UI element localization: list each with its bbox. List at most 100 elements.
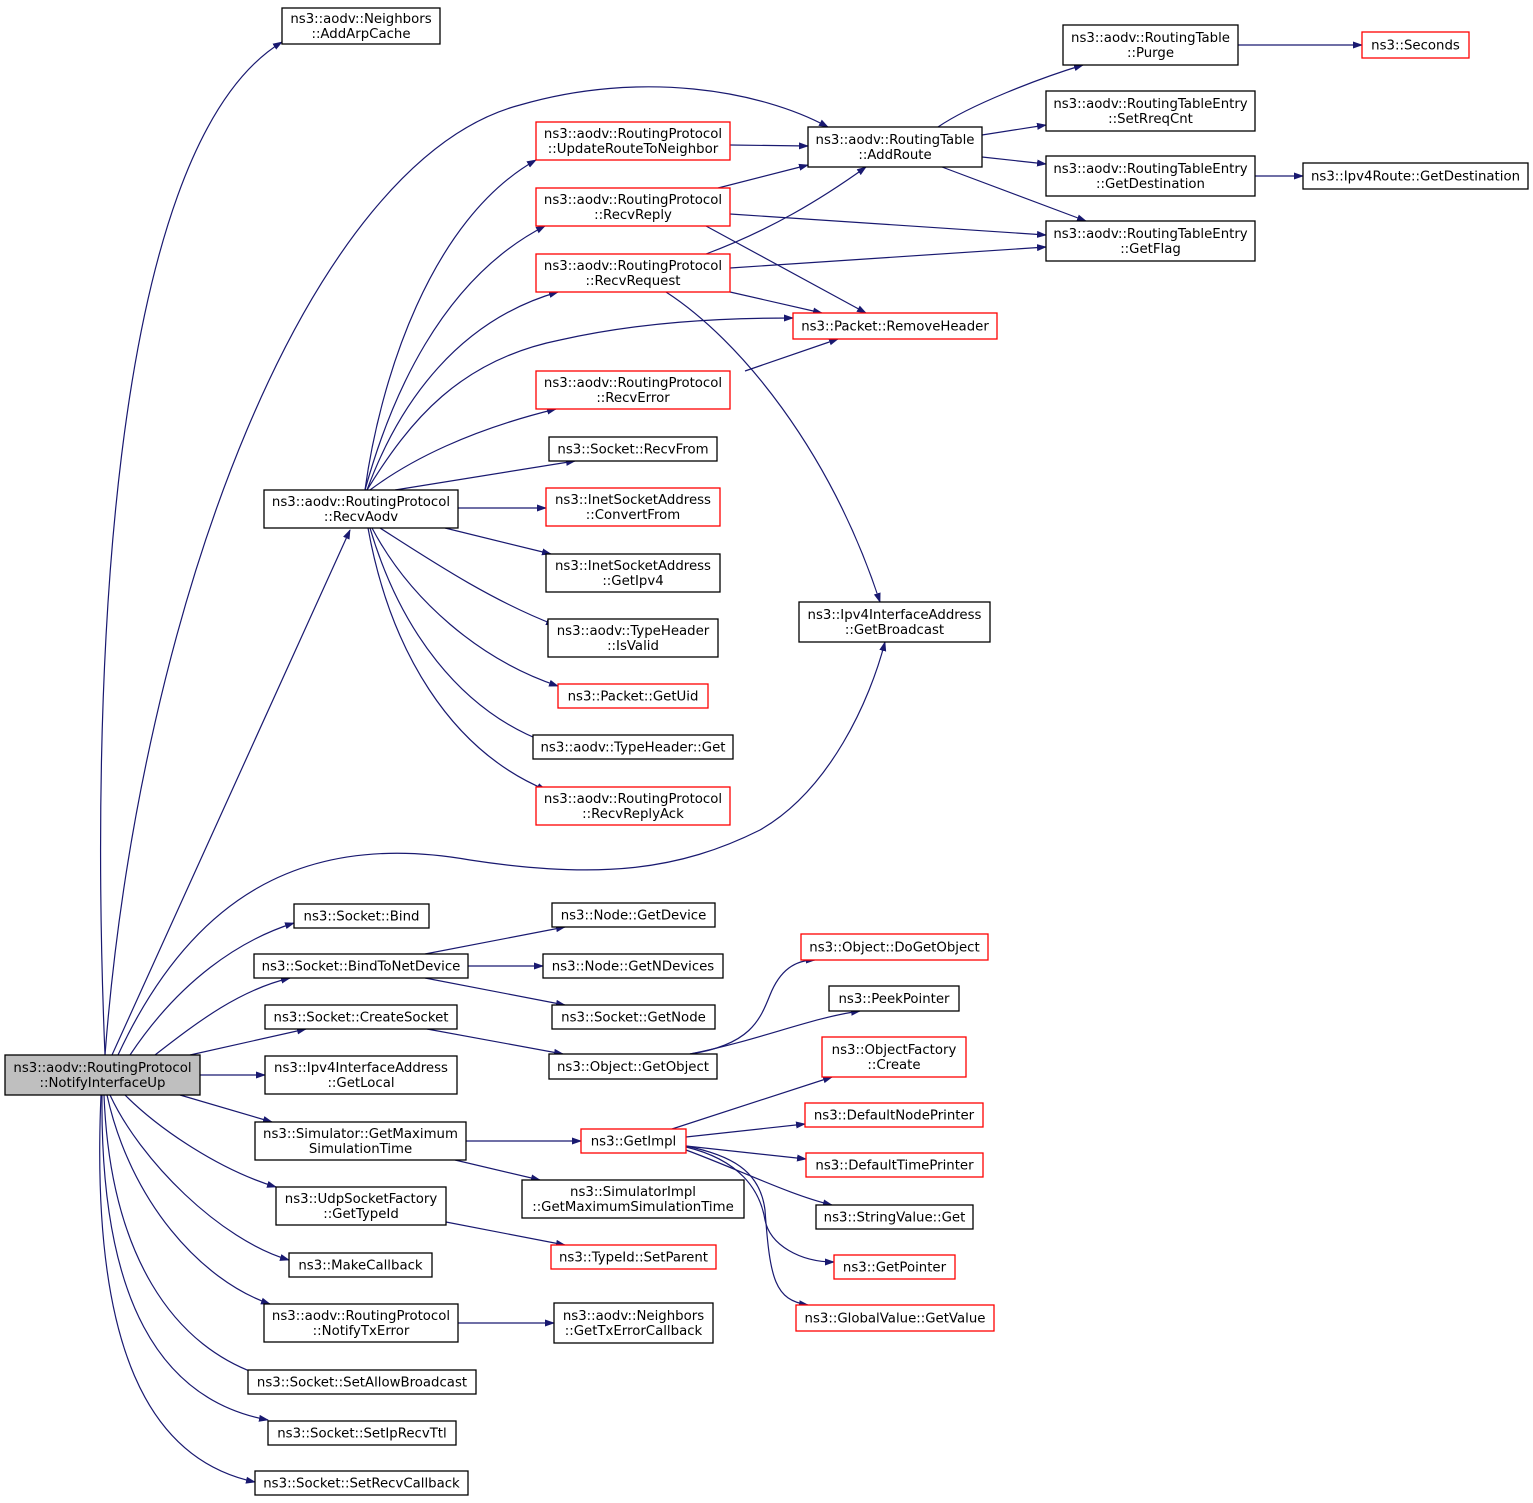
node-bindToNetDevice[interactable]: ns3::Socket::BindToNetDevice [253, 953, 469, 979]
node-getUid[interactable]: ns3::Packet::GetUid [557, 683, 709, 709]
node-getImpl[interactable]: ns3::GetImpl [580, 1128, 687, 1154]
node-peekPointer[interactable]: ns3::PeekPointer [828, 985, 960, 1012]
node-box[interactable] [792, 312, 998, 340]
node-addArpCache[interactable]: ns3::aodv::Neighbors::AddArpCache [281, 7, 441, 45]
node-setIpRecvTtl[interactable]: ns3::Socket::SetIpRecvTtl [267, 1420, 457, 1446]
node-getFlag[interactable]: ns3::aodv::RoutingTableEntry::GetFlag [1045, 220, 1256, 262]
node-socketGetNode[interactable]: ns3::Socket::GetNode [551, 1004, 716, 1030]
node-box[interactable] [267, 1420, 457, 1446]
node-box[interactable] [247, 1369, 477, 1395]
node-setAllowBroadcast[interactable]: ns3::Socket::SetAllowBroadcast [247, 1369, 477, 1395]
node-box[interactable] [545, 553, 721, 593]
node-box[interactable] [833, 1254, 956, 1280]
node-setParent[interactable]: ns3::TypeId::SetParent [550, 1244, 717, 1270]
node-box[interactable] [548, 436, 718, 462]
node-box[interactable] [1045, 220, 1256, 262]
node-box[interactable] [545, 487, 721, 527]
node-box[interactable] [557, 683, 709, 709]
node-setRecvCallback[interactable]: ns3::Socket::SetRecvCallback [254, 1470, 469, 1496]
node-box[interactable] [580, 1128, 687, 1154]
node-root[interactable]: ns3::aodv::RoutingProtocol::NotifyInterf… [4, 1054, 201, 1096]
node-makeCallback[interactable]: ns3::MakeCallback [288, 1252, 433, 1278]
node-typeHdrGet[interactable]: ns3::aodv::TypeHeader::Get [532, 734, 734, 760]
node-notifyTxError[interactable]: ns3::aodv::RoutingProtocol::NotifyTxErro… [263, 1303, 459, 1343]
node-box[interactable] [275, 1186, 447, 1226]
node-recvError[interactable]: ns3::aodv::RoutingProtocol::RecvError [535, 370, 731, 410]
node-getPointer[interactable]: ns3::GetPointer [833, 1254, 956, 1280]
node-box[interactable] [293, 903, 430, 929]
node-box[interactable] [795, 1304, 995, 1332]
node-simImplGetMax[interactable]: ns3::SimulatorImpl::GetMaximumSimulation… [521, 1179, 745, 1219]
node-getBroadcast[interactable]: ns3::Ipv4InterfaceAddress::GetBroadcast [798, 601, 991, 643]
node-purge[interactable]: ns3::aodv::RoutingTable::Purge [1062, 24, 1239, 66]
node-getIpv4[interactable]: ns3::InetSocketAddress::GetIpv4 [545, 553, 721, 593]
node-box[interactable] [548, 1053, 718, 1080]
node-box[interactable] [535, 370, 731, 410]
node-removeHeader[interactable]: ns3::Packet::RemoveHeader [792, 312, 998, 340]
node-box[interactable] [551, 1004, 716, 1030]
node-globalGetValue[interactable]: ns3::GlobalValue::GetValue [795, 1304, 995, 1332]
node-box[interactable] [550, 1244, 717, 1270]
node-box[interactable] [815, 1204, 974, 1230]
node-box[interactable] [535, 187, 731, 227]
node-nodeGetNDevices[interactable]: ns3::Node::GetNDevices [542, 953, 724, 979]
node-box[interactable] [807, 126, 983, 168]
node-udpGetTypeId[interactable]: ns3::UdpSocketFactory::GetTypeId [275, 1186, 447, 1226]
node-updRoute[interactable]: ns3::aodv::RoutingProtocol::UpdateRouteT… [535, 121, 731, 161]
node-doGetObject[interactable]: ns3::Object::DoGetObject [800, 933, 989, 961]
node-addRoute[interactable]: ns3::aodv::RoutingTable::AddRoute [807, 126, 983, 168]
node-box[interactable] [264, 1004, 458, 1030]
node-box[interactable] [263, 1303, 459, 1343]
node-recvFrom[interactable]: ns3::Socket::RecvFrom [548, 436, 718, 462]
node-box[interactable] [535, 786, 731, 826]
node-box[interactable] [281, 7, 441, 45]
node-ipv4RouteGetDest[interactable]: ns3::Ipv4Route::GetDestination [1302, 162, 1529, 190]
node-defTimePrinter[interactable]: ns3::DefaultTimePrinter [805, 1152, 984, 1178]
node-defNodePrinter[interactable]: ns3::DefaultNodePrinter [804, 1102, 984, 1128]
node-box[interactable] [532, 734, 734, 760]
node-box[interactable] [535, 253, 731, 293]
node-getTxErrCb[interactable]: ns3::aodv::Neighbors::GetTxErrorCallback [553, 1302, 714, 1344]
node-box[interactable] [254, 1121, 467, 1161]
node-box[interactable] [553, 1302, 714, 1344]
node-box[interactable] [253, 953, 469, 979]
node-box[interactable] [821, 1036, 967, 1078]
node-stringValueGet[interactable]: ns3::StringValue::Get [815, 1204, 974, 1230]
node-box[interactable] [264, 1055, 458, 1095]
node-box[interactable] [804, 1102, 984, 1128]
node-box[interactable] [798, 601, 991, 643]
node-box[interactable] [828, 985, 960, 1012]
node-convertFrom[interactable]: ns3::InetSocketAddress::ConvertFrom [545, 487, 721, 527]
node-recvReply[interactable]: ns3::aodv::RoutingProtocol::RecvReply [535, 187, 731, 227]
node-box[interactable] [254, 1470, 469, 1496]
node-objFactoryCreate[interactable]: ns3::ObjectFactory::Create [821, 1036, 967, 1078]
node-box[interactable] [1302, 162, 1529, 190]
node-box[interactable] [263, 489, 459, 529]
node-box[interactable] [547, 618, 719, 658]
node-box[interactable] [1045, 90, 1256, 132]
node-box[interactable] [1045, 155, 1256, 197]
node-setRreqCnt[interactable]: ns3::aodv::RoutingTableEntry::SetRreqCnt [1045, 90, 1256, 132]
node-getLocal[interactable]: ns3::Ipv4InterfaceAddress::GetLocal [264, 1055, 458, 1095]
node-createSocket[interactable]: ns3::Socket::CreateSocket [264, 1004, 458, 1030]
node-isValid[interactable]: ns3::aodv::TypeHeader::IsValid [547, 618, 719, 658]
node-recvAodv[interactable]: ns3::aodv::RoutingProtocol::RecvAodv [263, 489, 459, 529]
node-recvRequest[interactable]: ns3::aodv::RoutingProtocol::RecvRequest [535, 253, 731, 293]
node-box[interactable] [4, 1054, 201, 1096]
node-box[interactable] [1062, 24, 1239, 66]
node-nodeGetDevice[interactable]: ns3::Node::GetDevice [551, 902, 716, 928]
node-box[interactable] [535, 121, 731, 161]
node-box[interactable] [1361, 31, 1470, 59]
node-socketBind[interactable]: ns3::Socket::Bind [293, 903, 430, 929]
node-rteGetDest[interactable]: ns3::aodv::RoutingTableEntry::GetDestina… [1045, 155, 1256, 197]
node-box[interactable] [288, 1252, 433, 1278]
node-seconds[interactable]: ns3::Seconds [1361, 31, 1470, 59]
node-box[interactable] [551, 902, 716, 928]
node-box[interactable] [521, 1179, 745, 1219]
node-getMaxSim[interactable]: ns3::Simulator::GetMaximumSimulationTime [254, 1121, 467, 1161]
node-recvReplyAck[interactable]: ns3::aodv::RoutingProtocol::RecvReplyAck [535, 786, 731, 826]
node-objGetObject[interactable]: ns3::Object::GetObject [548, 1053, 718, 1080]
node-box[interactable] [542, 953, 724, 979]
node-box[interactable] [805, 1152, 984, 1178]
node-box[interactable] [800, 933, 989, 961]
